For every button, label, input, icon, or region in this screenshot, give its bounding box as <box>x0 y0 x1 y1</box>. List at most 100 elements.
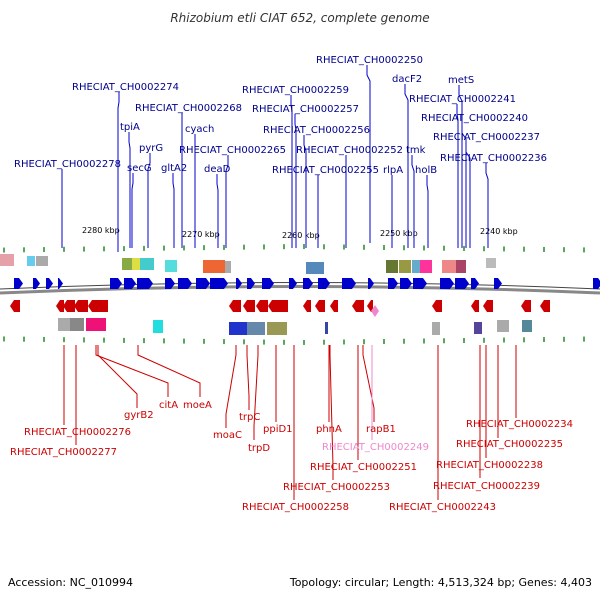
feature-block <box>229 322 247 335</box>
gene-label: RHECIAT_CH0002276 <box>24 427 131 438</box>
feature-block <box>522 320 532 332</box>
forward-strand-genes <box>14 278 600 289</box>
feature-block <box>86 318 106 331</box>
label-connector <box>404 84 409 248</box>
gene-label: pyrG <box>139 143 163 154</box>
feature-block <box>70 318 84 331</box>
gene-label: RHECIAT_CH0002251 <box>310 462 417 473</box>
gene-label: RHECIAT_CH0002250 <box>316 55 423 66</box>
reverse-gene-arrow <box>56 300 64 312</box>
feature-block <box>306 262 324 274</box>
reverse-gene-arrow <box>63 300 75 312</box>
gene-label: RHECIAT_CH0002274 <box>72 82 179 93</box>
scale-tick-label: 2240 kbp <box>480 227 518 236</box>
gene-label: holB <box>415 165 437 176</box>
scale-axis: 2280 kbp 2270 kbp 2260 kbp 2250 kbp 2240… <box>82 226 518 240</box>
forward-gene-arrow <box>342 278 356 289</box>
forward-gene-arrow <box>14 278 23 289</box>
gene-label: rapB1 <box>366 424 396 435</box>
forward-gene-arrow <box>440 278 454 289</box>
gene-label: RHECIAT_CH0002252 <box>296 145 403 156</box>
label-connector <box>172 173 175 248</box>
feature-block <box>122 258 132 270</box>
tick-marks <box>3 244 585 345</box>
gene-label: RHECIAT_CH0002277 <box>10 447 117 458</box>
gene-label: gltA2 <box>161 163 187 174</box>
feature-block <box>486 258 496 268</box>
gene-label: RHECIAT_CH0002240 <box>421 113 528 124</box>
reverse-gene-arrow <box>483 300 493 312</box>
forward-gene-arrow <box>368 278 374 289</box>
feature-block <box>386 260 398 273</box>
feature-block <box>399 260 411 273</box>
forward-gene-arrow <box>471 278 479 289</box>
label-connector <box>246 345 250 410</box>
gene-label: RHECIAT_CH0002236 <box>440 153 547 164</box>
bottom-label-connectors <box>63 345 517 500</box>
gene-label: dacF2 <box>392 74 422 85</box>
gene-label: RHECIAT_CH0002243 <box>389 502 496 513</box>
gene-label: trpC <box>239 412 260 423</box>
reverse-gene-arrow <box>229 300 241 312</box>
label-connector <box>456 104 459 248</box>
reverse-gene-arrow <box>367 300 373 312</box>
feature-block <box>412 260 420 273</box>
feature-block <box>153 320 163 333</box>
gene-label: RHECIAT_CH0002239 <box>433 481 540 492</box>
label-connector <box>458 85 463 248</box>
gene-label: RHECIAT_CH0002259 <box>242 85 349 96</box>
gene-label: tmk <box>406 145 426 156</box>
gene-label: secG <box>127 163 152 174</box>
label-connector <box>131 173 134 248</box>
scale-tick-label: 2260 kbp <box>282 231 320 240</box>
feature-block <box>456 260 466 273</box>
reverse-gene-arrow <box>352 300 364 312</box>
gene-label: RHECIAT_CH0002265 <box>179 145 286 156</box>
gene-label: RHECIAT_CH0002237 <box>433 132 540 143</box>
feature-block <box>140 258 154 270</box>
feature-block <box>203 260 225 273</box>
label-connector <box>253 345 259 440</box>
reverse-gene-arrow <box>256 300 268 312</box>
gene-label: tpiA <box>120 122 140 133</box>
label-connector <box>225 345 237 428</box>
gene-label: deaD <box>204 164 231 175</box>
gene-label: RHECIAT_CH0002256 <box>263 125 370 136</box>
reverse-gene-arrow <box>10 300 20 312</box>
feature-block <box>27 256 35 266</box>
gene-label: cyach <box>185 124 214 135</box>
feature-block <box>267 322 287 335</box>
feature-block <box>132 258 140 270</box>
reverse-gene-arrow <box>315 300 325 312</box>
forward-gene-arrow <box>318 278 330 289</box>
label-connector <box>329 345 334 480</box>
forward-gene-arrow <box>178 278 192 289</box>
gene-label: gyrB2 <box>124 410 154 421</box>
reverse-gene-arrow <box>74 300 88 312</box>
feature-block <box>442 260 456 273</box>
gene-label: RHECIAT_CH0002249 <box>322 442 429 453</box>
reverse-gene-arrow <box>471 300 479 312</box>
gene-label: RHECIAT_CH0002241 <box>409 94 516 105</box>
feature-block <box>0 254 14 266</box>
feature-block <box>225 261 231 273</box>
gene-label: RHECIAT_CH0002258 <box>242 502 349 513</box>
scale-tick-label: 2280 kbp <box>82 226 120 235</box>
gene-label: rlpA <box>383 165 403 176</box>
accession-text: Accession: NC_010994 <box>8 576 133 589</box>
feature-block <box>36 256 48 266</box>
genome-backbone <box>0 285 600 295</box>
label-connector <box>426 175 429 248</box>
feature-block <box>325 322 328 334</box>
label-connector <box>485 163 489 248</box>
reverse-gene-arrow <box>268 300 288 312</box>
gene-label: citA <box>159 400 178 411</box>
forward-gene-arrow <box>388 278 398 289</box>
reverse-gene-arrow <box>303 300 311 312</box>
reverse-gene-arrow <box>88 300 108 312</box>
label-connector <box>294 114 297 248</box>
forward-gene-arrow <box>196 278 210 289</box>
forward-gene-arrow <box>58 278 63 289</box>
forward-gene-arrow <box>303 278 313 289</box>
